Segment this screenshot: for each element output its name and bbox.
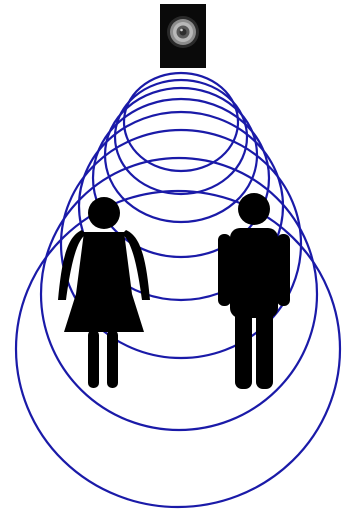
sound-ring [115,80,247,194]
speaker-icon [160,4,206,68]
man-icon [218,193,290,389]
sound-ring [16,191,340,507]
